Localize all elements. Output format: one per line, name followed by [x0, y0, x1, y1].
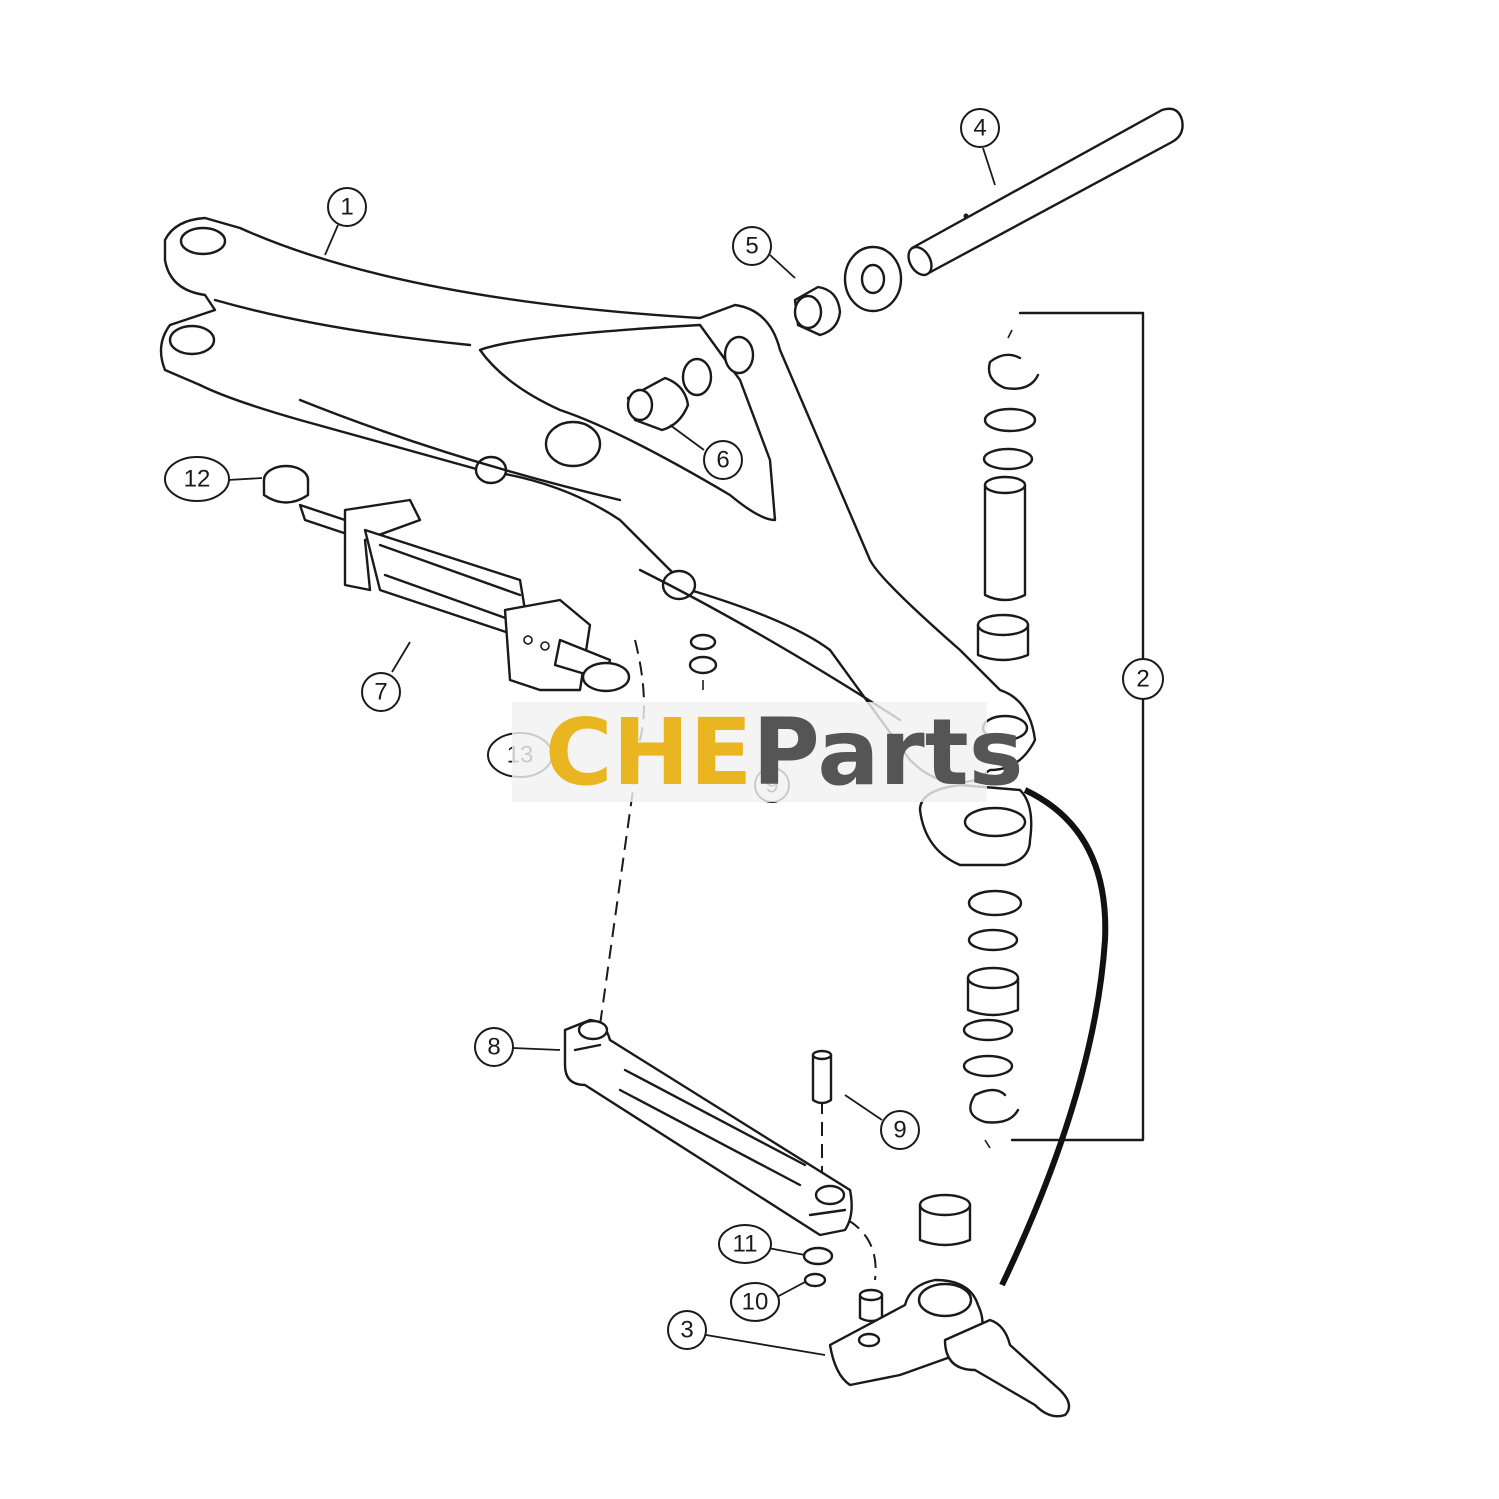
callout-1-label: 1 — [340, 194, 353, 221]
callout-8-label: 8 — [487, 1034, 500, 1061]
callout-12: 12 — [164, 456, 263, 502]
callout-12-label: 12 — [184, 466, 211, 493]
callout-7-label: 7 — [374, 679, 387, 706]
callout-7: 7 — [361, 641, 411, 712]
watermark-suffix: Parts — [752, 699, 1023, 806]
steering-knuckle — [828, 1193, 1071, 1418]
callout-5-label: 5 — [745, 233, 758, 260]
dash-line-link-knuckle — [847, 1219, 877, 1281]
hydraulic-cylinder — [298, 498, 631, 693]
rod-end-bushing — [262, 464, 310, 504]
callout-2: 2 — [1122, 658, 1164, 700]
callout-11: 11 — [718, 1224, 806, 1264]
watermark-logo: CHEParts — [545, 699, 1024, 806]
arm-lower-knuckle — [918, 714, 1033, 867]
boom-arm — [159, 216, 1037, 784]
callout-3: 3 — [667, 1310, 826, 1356]
callout-9-label: 9 — [893, 1117, 906, 1144]
callout-3-label: 3 — [680, 1317, 693, 1344]
callout-9: 9 — [844, 1094, 920, 1150]
bushing-6 — [626, 357, 713, 432]
callout-6-label: 6 — [716, 447, 729, 474]
bushing-5 — [793, 245, 903, 337]
callout-10-label: 10 — [742, 1289, 769, 1316]
callout-2-label: 2 — [1136, 666, 1149, 693]
callout-11-label: 11 — [733, 1231, 758, 1258]
callout-5: 5 — [732, 226, 796, 279]
callout-1: 1 — [324, 187, 367, 256]
callout-10: 10 — [730, 1281, 806, 1322]
brand-watermark: CHEParts — [512, 699, 1024, 806]
hydraulic-hose — [999, 787, 1109, 1287]
watermark-prefix: CHE — [545, 699, 752, 806]
long-pin — [907, 107, 1184, 277]
callout-8: 8 — [474, 1027, 561, 1067]
watermark-backdrop — [512, 702, 987, 802]
link-arm — [563, 1018, 853, 1237]
callout-4-label: 4 — [973, 115, 986, 142]
callout-6: 6 — [669, 424, 743, 480]
kingpin-assembly — [962, 329, 1040, 1149]
washers-10-11 — [802, 1246, 834, 1288]
callout-4: 4 — [960, 108, 1000, 186]
pin-9 — [811, 1049, 833, 1105]
group-bracket — [1010, 311, 1145, 1142]
small-washers-top — [688, 633, 718, 690]
